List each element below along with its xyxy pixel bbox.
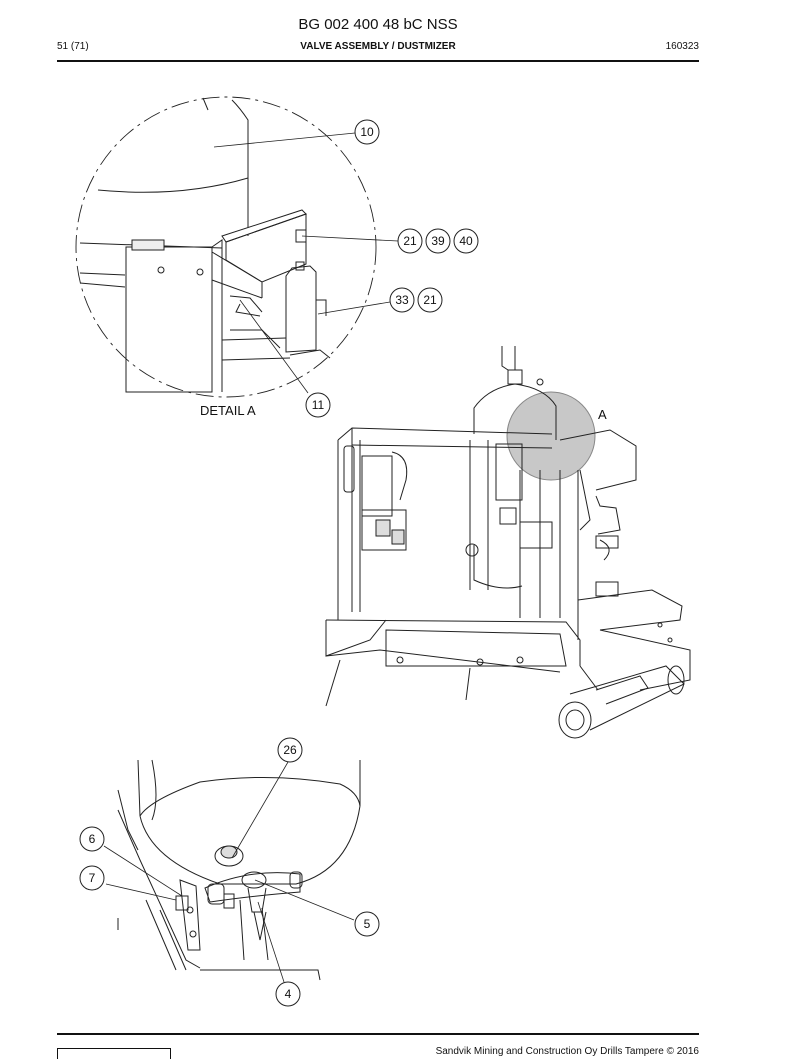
callout-10: 10 (360, 125, 374, 139)
callout-26: 26 (283, 743, 297, 757)
footer-rule (57, 1033, 699, 1035)
detail-a-label: DETAIL A (200, 403, 256, 418)
callout-40: 40 (459, 234, 473, 248)
callout-7: 7 (89, 871, 96, 885)
callout-11: 11 (312, 398, 325, 412)
callout-5: 5 (364, 917, 371, 931)
callout-6: 6 (89, 832, 96, 846)
callout-21-second: 21 (423, 293, 437, 307)
detail-a-view (75, 96, 377, 398)
document-title: BG 002 400 48 bC NSS (298, 16, 458, 33)
date-code: 160323 (665, 41, 699, 52)
callout-21: 21 (403, 234, 417, 248)
callout-39: 39 (431, 234, 445, 248)
main-assembly-view (325, 346, 691, 739)
page-number: 51 (71) (57, 41, 89, 52)
section-title: VALVE ASSEMBLY / DUSTMIZER (300, 41, 456, 52)
header-rule (57, 60, 699, 62)
callout-33: 33 (395, 293, 409, 307)
copyright-text: Sandvik Mining and Construction Oy Drill… (435, 1046, 699, 1057)
lower-detail-view (117, 759, 361, 981)
company-logo (57, 1048, 171, 1059)
detail-marker-a: A (598, 407, 607, 422)
callout-4: 4 (285, 987, 292, 1001)
